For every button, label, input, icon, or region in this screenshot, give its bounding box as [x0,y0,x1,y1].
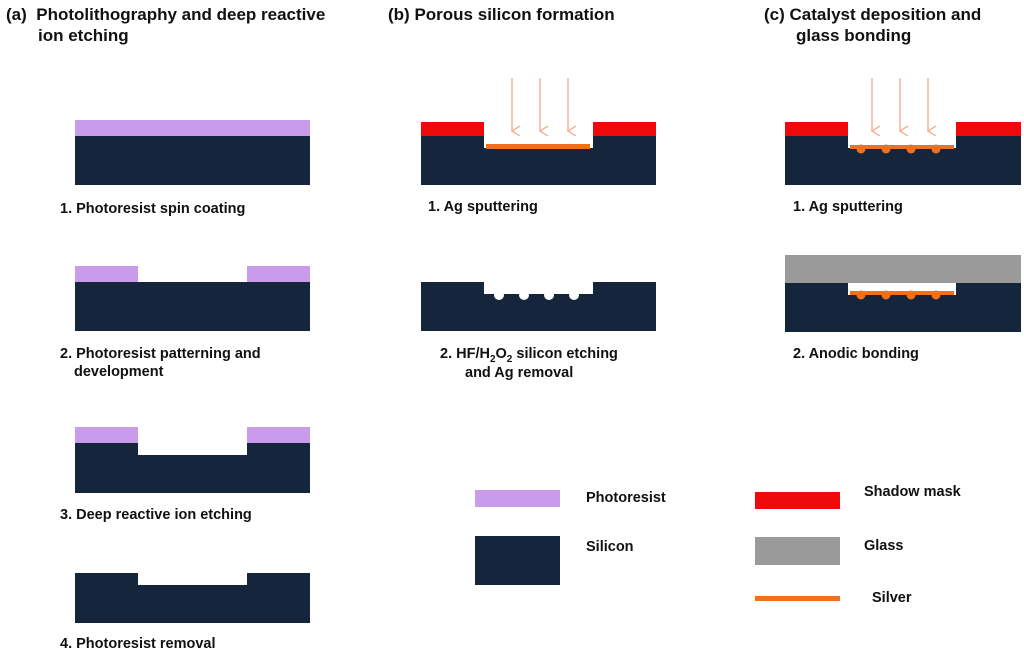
step-c2-figure [785,255,1021,332]
photoresist-left [75,427,138,443]
silver-particle [931,144,941,154]
panel-c-title-line2: glass bonding [796,26,912,45]
step-b2-sub2: 2 [506,353,513,365]
legend-shadow-mask-label: Shadow mask [864,484,961,500]
step-a3-figure [75,427,310,493]
step-c1-caption: 1. Ag sputtering [793,199,903,215]
photoresist-right [247,427,310,443]
panel-a-title-line2: ion etching [38,26,129,45]
step-a1-caption: 1. Photoresist spin coating [60,201,246,217]
step-b2-text-c: silicon etching [512,346,618,362]
silver-layer [850,145,954,149]
glass-layer [785,255,1021,283]
pore [544,290,554,300]
panel-b-title: (b) Porous silicon formation [388,4,615,25]
panel-b-label: (b) [388,5,410,24]
legend-silver-label: Silver [872,590,912,606]
legend-silicon-label: Silicon [586,539,634,555]
step-b2-text-a: 2. HF/H [440,346,490,362]
step-a4-figure [75,573,310,623]
shadow-mask-left [785,122,848,136]
photoresist-left [75,266,138,282]
step-a1-figure [75,120,310,185]
panel-b-title-line1: Porous silicon formation [414,5,615,24]
shadow-mask-right [956,122,1021,136]
pore [569,290,579,300]
legend-glass-swatch [755,537,840,565]
step-c1-figure [785,78,1021,185]
etched-silicon [75,573,310,623]
silver-layer [486,144,590,149]
step-c2-caption: 2. Anodic bonding [793,346,919,362]
shadow-mask-left [421,122,484,136]
etched-silicon [421,136,656,185]
panel-a-title-line1: Photolithography and deep reactive [36,5,326,24]
legend-silver-swatch [755,596,840,601]
step-b2-sub1: 2 [489,353,496,365]
step-b2-text-b: O [495,346,507,362]
silver-particle [906,290,916,300]
panel-a-label: (a) [6,5,27,24]
porous-silicon [421,282,656,331]
silicon-wafer [75,136,310,185]
silicon-wafer [75,282,310,331]
photoresist-right [247,266,310,282]
legend-photoresist-swatch [475,490,560,507]
silver-particle [881,144,891,154]
step-a2-caption-line2: development [74,364,164,380]
photoresist-layer [75,120,310,136]
step-a4-caption: 4. Photoresist removal [60,636,216,652]
etched-silicon [75,443,310,493]
etched-silicon [785,283,1021,332]
silver-particle [856,144,866,154]
silver-particle [881,290,891,300]
panel-c-label: (c) [764,5,785,24]
etched-silicon [785,136,1021,185]
legend-shadow-mask-swatch [755,492,840,509]
legend [475,490,840,601]
step-b2-caption-line2: and Ag removal [465,365,574,381]
silver-particle [931,290,941,300]
step-a2-caption-line1: 2. Photoresist patterning and [60,346,261,362]
step-a2-figure [75,266,310,331]
legend-photoresist-label: Photoresist [586,490,666,506]
legend-silicon-swatch [475,536,560,585]
panel-c-title: (c) Catalyst deposition and [764,4,981,25]
pore [519,290,529,300]
step-b2-figure [421,282,656,331]
pore [494,290,504,300]
step-b1-figure [421,78,656,185]
step-a3-caption: 3. Deep reactive ion etching [60,507,252,523]
silver-layer [850,291,954,295]
silver-particle [856,290,866,300]
panel-c-title-line1: Catalyst deposition and [789,5,982,24]
legend-glass-label: Glass [864,538,904,554]
silver-particle [906,144,916,154]
step-b2-caption-line1: 2. HF/H2O2 silicon etching [440,345,618,369]
step-b1-caption: 1. Ag sputtering [428,199,538,215]
shadow-mask-right [593,122,656,136]
panel-a-title: (a) Photolithography and deep reactive [6,4,325,25]
